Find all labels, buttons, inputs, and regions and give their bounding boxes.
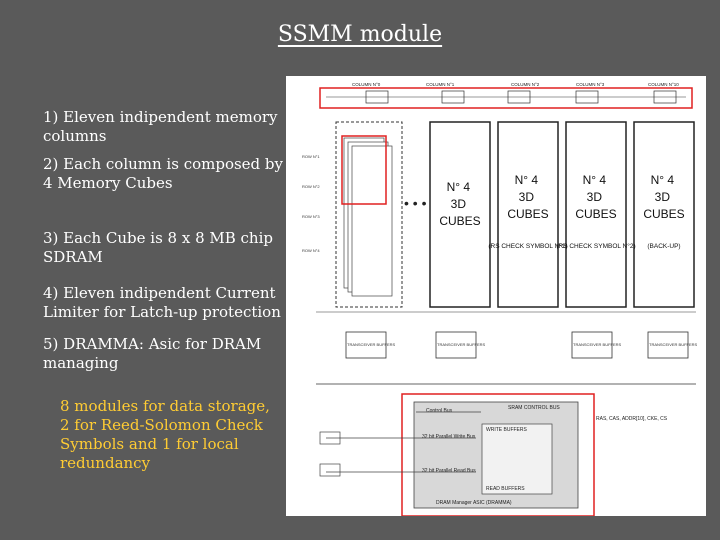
- cube-label-2: N° 4 3D CUBES: [575, 173, 616, 221]
- col-header-3: COLUMN N°3: [576, 82, 605, 87]
- slide-title: SSMM module: [277, 22, 443, 47]
- bus-control: Control Bus: [426, 408, 453, 414]
- cube-column-0: [429, 121, 491, 308]
- signal-label: RAS, CAS, ADDR[10], CKE, CS: [596, 416, 668, 422]
- row-label-4: ROW N°4: [302, 248, 320, 253]
- bus-read: 32 bit Parallel Read Bus: [422, 468, 476, 474]
- bullet-sdram: 3) Each Cube is 8 x 8 MB chip SDRAM: [43, 229, 273, 266]
- col-header-0: COLUMN N°0: [352, 82, 381, 87]
- bullet-columns: 1) Eleven indipendent memory columns: [43, 108, 278, 145]
- transceiver-0: TRANSCEIVER BUFFERS: [347, 342, 396, 347]
- bullet-cubes: 2) Each column is composed by 4 Memory C…: [43, 155, 283, 192]
- col-header-2: COLUMN N°2: [511, 82, 540, 87]
- row-label-1: ROW N°1: [302, 154, 320, 159]
- transceiver-1: TRANSCEIVER BUFFERS: [437, 342, 486, 347]
- row-label-3: ROW N°3: [302, 214, 320, 219]
- cube-note-2: (BACK-UP): [647, 243, 680, 250]
- cube-label-0: N° 4 3D CUBES: [439, 180, 480, 228]
- cube-note-0: (RS CHECK SYMBOL N°1): [488, 242, 567, 250]
- row-label-2: ROW N°2: [302, 184, 320, 189]
- bullet-dramma: 5) DRAMMA: Asic for DRAM managing: [43, 335, 262, 372]
- asic-label: DRAM Manager ASIC (DRAMMA): [436, 500, 512, 506]
- transceiver-2: TRANSCEIVER BUFFERS: [573, 342, 622, 347]
- write-buffers: WRITE BUFFERS: [486, 427, 527, 433]
- ssmm-block-diagram: COLUMN N°0 COLUMN N°1 COLUMN N°2 COLUMN …: [286, 76, 706, 516]
- sram-control: SRAM CONTROL BUS: [508, 405, 560, 411]
- bus-write: 32 bit Parallel Write Bus: [422, 434, 476, 440]
- cube-column-2: [565, 121, 627, 308]
- col-header-1: COLUMN N°1: [426, 82, 455, 87]
- cube-column-1: [497, 121, 559, 308]
- read-buffers: READ BUFFERS: [486, 486, 525, 492]
- cube-label-1: N° 4 3D CUBES: [507, 173, 548, 221]
- cube-column-3: [633, 121, 695, 308]
- sub-note: 8 modules for data storage, 2 for Reed-S…: [60, 397, 270, 472]
- transceiver-3: TRANSCEIVER BUFFERS: [649, 342, 698, 347]
- cube-label-3: N° 4 3D CUBES: [643, 173, 684, 221]
- ellipsis-dots: • • •: [404, 195, 427, 211]
- bullet-limiter: 4) Eleven indipendent Current Limiter fo…: [43, 284, 281, 321]
- cube-note-1: (RS CHECK SYMBOL N°2): [556, 242, 635, 250]
- col-header-4: COLUMN N°10: [648, 82, 679, 87]
